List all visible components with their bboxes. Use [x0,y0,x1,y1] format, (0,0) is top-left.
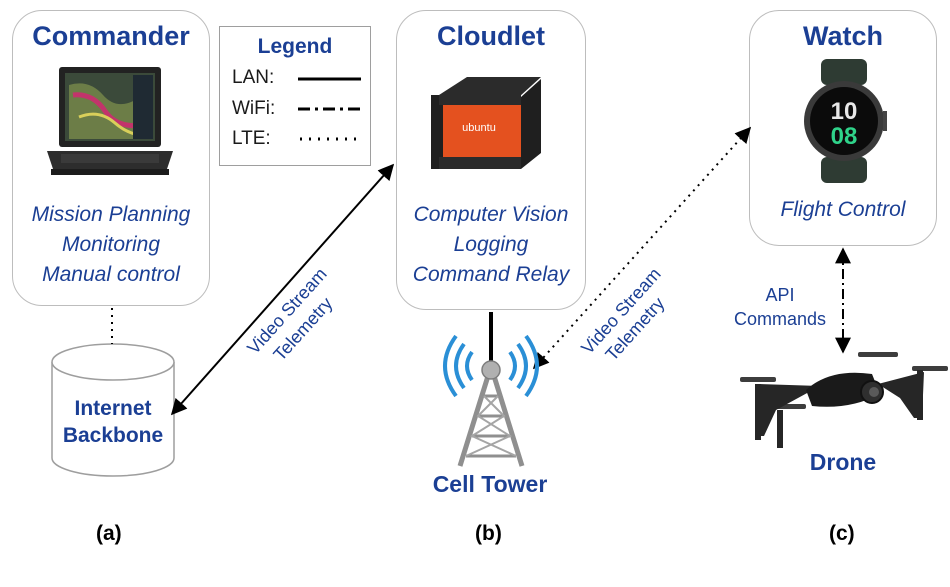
caption-b: (b) [475,522,502,545]
commander-role-1: Mission Planning [31,203,191,226]
cloudlet-server-icon: ubuntu [431,77,541,169]
commander-role-2: Monitoring [61,233,161,256]
internet-backbone-line2: Backbone [62,424,164,447]
legend-title: Legend [257,35,333,58]
legend-lte-label: LTE: [232,128,271,149]
legend-swatches [298,77,361,141]
drone-label: Drone [809,449,877,475]
commander-box: Commander Mission Planning Monitoring Ma… [12,10,210,306]
commander-title: Commander [32,21,190,51]
cloudlet-role-3: Command Relay [412,263,570,286]
watch-hours: 10 [831,98,858,125]
internet-backbone-line1: Internet [74,397,152,420]
watch-minutes: 08 [831,123,858,150]
cell-tower-label: Cell Tower [432,471,548,497]
watch-icon: 10 08 [804,59,887,183]
cell-tower-icon [443,334,539,467]
legend-box: Legend LAN: WiFi: LTE: [219,26,371,166]
watch-box: Watch 10 08 Flight Control [749,10,937,246]
api-label-line1: API [765,285,795,305]
cloudlet-brand: ubuntu [462,122,496,134]
legend-lan-label: LAN: [232,67,275,88]
drone-icon [740,352,948,448]
cloudlet-title: Cloudlet [437,21,545,51]
caption-c: (c) [829,522,855,545]
watch-role-1: Flight Control [780,198,906,221]
lan-backbone-cloudlet-arrow [170,163,395,416]
caption-a: (a) [96,522,122,545]
api-label-line2: Commands [733,309,827,329]
legend-wifi-label: WiFi: [232,98,276,119]
cloudlet-role-2: Logging [453,233,529,256]
lte-tower-watch-arrow [532,126,752,370]
commander-role-3: Manual control [42,263,180,286]
watch-title: Watch [803,21,883,51]
laptop-icon [47,67,173,175]
cloudlet-role-1: Computer Vision [413,203,569,226]
